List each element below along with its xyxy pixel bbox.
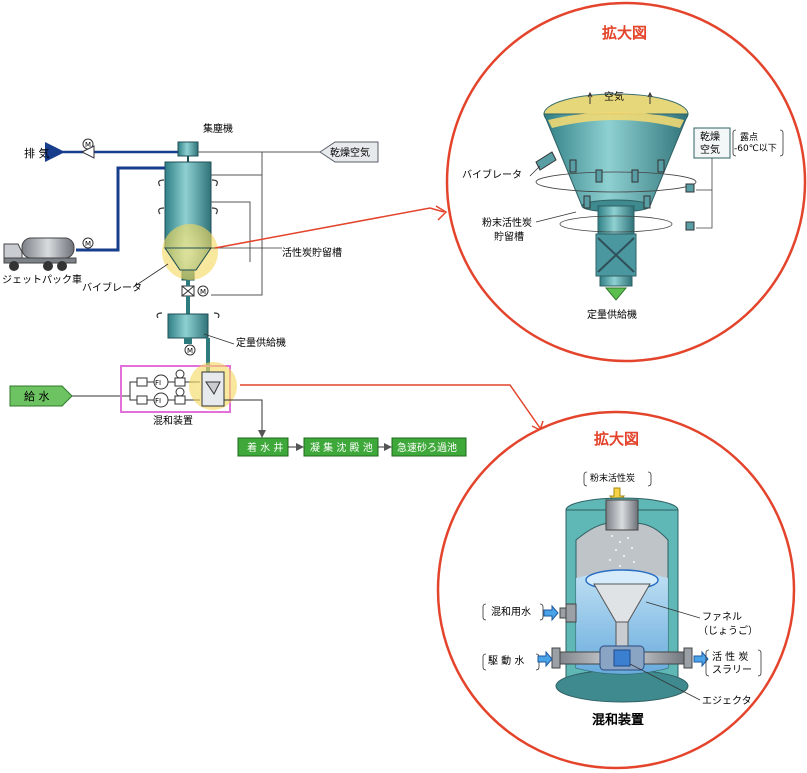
vibrator-label: バイブレータ	[82, 281, 142, 294]
process-chain: 着 水 井 凝 集 沈 殿 池 急速砂ろ過池	[237, 437, 467, 457]
svg-text:M: M	[187, 347, 193, 355]
process-box-label-1: 凝 集 沈 殿 池	[310, 441, 373, 454]
svg-text:M: M	[85, 240, 91, 248]
mixing-water-valves[interactable]: FI FI	[136, 369, 186, 408]
zoom-bottom-ejector-label: エジェクタ	[702, 695, 752, 707]
jetpack-truck-icon	[3, 237, 77, 271]
zoom-top-output-arrow	[604, 287, 628, 301]
zoom-circle-mixer: 拡大図 粉末活性炭 混和用水	[436, 410, 796, 770]
zoom-bottom-funnel-label-1: ファネル	[702, 611, 742, 623]
dry-air-input: 乾燥空気	[319, 141, 379, 163]
storage-tank-highlight	[162, 224, 218, 280]
zoom-top-vibrator-label: バイブレータ	[462, 168, 522, 181]
dust-collector-label: 集塵機	[203, 122, 233, 135]
process-box-label-0: 着 水 井	[247, 441, 283, 454]
jetpack-truck-label: ジェットパック車	[2, 273, 82, 286]
feeder-label: 定量供給機	[236, 336, 286, 349]
zoom-bottom-inlet-pipe	[605, 499, 639, 531]
zoom-leader-bottom	[240, 384, 541, 429]
exhaust-label: 排 気	[24, 146, 50, 160]
zoom-bottom-slurry-label-2: スラリー	[712, 664, 752, 676]
storage-tank-label: 活性炭貯留槽	[282, 246, 342, 259]
zoom-bottom-mixing-water-label: 混和用水	[491, 606, 531, 618]
mixer-label: 混和装置	[153, 414, 193, 427]
dry-air-label: 乾燥空気	[330, 146, 370, 159]
zoom-top-dew-point-2: -60℃以下	[734, 144, 777, 154]
exhaust-motor-valve[interactable]: M	[80, 138, 95, 159]
rotary-valve[interactable]: M	[181, 285, 209, 297]
water-supply-input: 給 水	[9, 385, 73, 407]
water-supply-label: 給 水	[24, 389, 50, 403]
zoom-bottom-slurry-label-1: 活 性 炭	[712, 650, 748, 663]
process-box-sand-filter	[391, 437, 467, 457]
svg-text:FI: FI	[155, 379, 161, 387]
zoom-top-storage-label-2: 貯留槽	[494, 230, 524, 243]
zoom-top-storage-label-1: 粉末活性炭	[482, 216, 532, 229]
zoom-top-title: 拡大図	[602, 24, 647, 42]
zoom-top-feeder-label: 定量供給機	[587, 308, 637, 321]
feeder-unit	[167, 313, 209, 339]
svg-text:M: M	[200, 288, 206, 296]
zoom-top-dew-point-1: 露点	[740, 132, 758, 143]
zoom-bottom-drive-water-label: 駆 動 水	[488, 654, 524, 667]
zoom-bottom-powder-label: 粉末活性炭	[590, 472, 635, 484]
dust-collector	[177, 141, 199, 157]
zoom-bottom-caption: 混和装置	[592, 712, 644, 728]
svg-text:FI: FI	[155, 397, 161, 405]
svg-text:M: M	[85, 141, 91, 149]
feeder-motor: M	[184, 344, 196, 356]
zoom-bottom-title: 拡大図	[594, 430, 639, 448]
svg-text:乾燥: 乾燥	[700, 130, 720, 143]
zoom-top-air-label: 空気	[604, 90, 624, 103]
svg-text:空気: 空気	[700, 143, 720, 156]
zoom-bottom-funnel-label-2: （じょうご）	[698, 624, 758, 637]
transfer-pipe	[76, 166, 165, 252]
zoom-circle-storage-tank: 拡大図 定量供給機 空気 バイブレータ 粉末活性炭 貯留槽	[445, 1, 807, 363]
zoom-top-dry-air-box	[693, 127, 731, 159]
truck-motor-valve[interactable]: M	[82, 237, 94, 249]
zoom-leader-top	[214, 207, 445, 249]
main-process-flow: 排 気 M 集塵機 乾燥空気	[2, 122, 467, 457]
process-box-label-2: 急速砂ろ過池	[397, 441, 457, 454]
